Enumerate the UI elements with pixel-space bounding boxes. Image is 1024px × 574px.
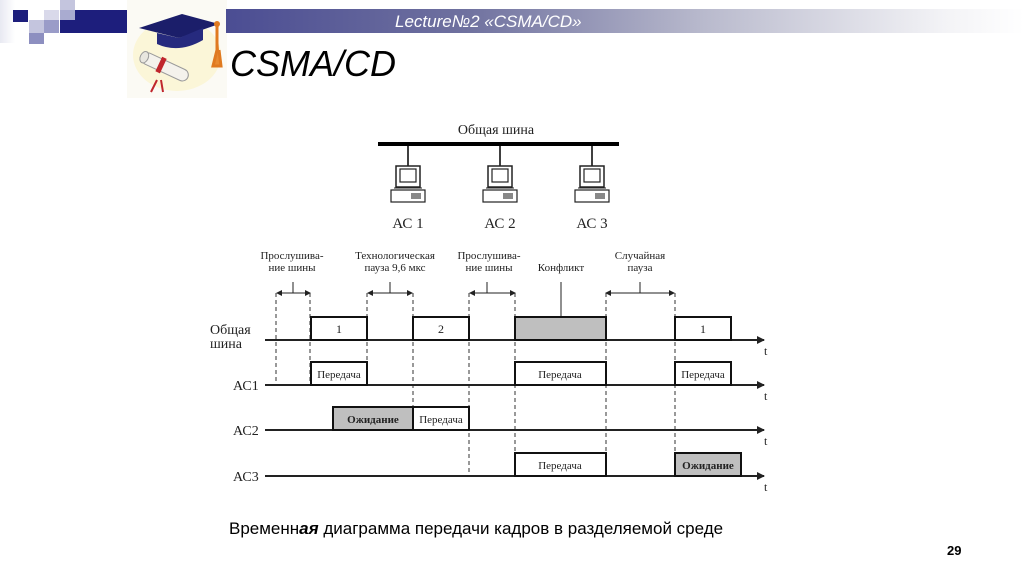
transmit-block-label: Передача xyxy=(419,414,463,426)
station-label: АС 2 xyxy=(484,216,515,232)
row-label-ac3: АС3 xyxy=(233,470,259,485)
frame-block-label: 1 xyxy=(336,322,342,336)
transmit-block-label: Передача xyxy=(538,369,582,381)
transmit-block xyxy=(514,361,607,386)
transmit-block-label: Передача xyxy=(538,460,582,472)
row-label-bus-line2: шина xyxy=(210,337,243,352)
lecture-title: Lecture№2 «CSMA/CD» xyxy=(395,12,582,31)
transmit-block xyxy=(310,361,368,386)
station-ac2: АС 2 xyxy=(482,144,518,232)
header-bar xyxy=(226,9,1024,33)
station-label: АС 1 xyxy=(392,216,423,232)
graduation-cap-diploma-icon xyxy=(133,14,223,93)
caption-emphasis: ая xyxy=(299,519,319,538)
page-number: 29 xyxy=(947,543,962,558)
slide-title: CSMA/CD xyxy=(230,43,397,84)
axis-t-label: t xyxy=(764,389,768,403)
axis-t-label: t xyxy=(764,480,768,494)
annotation-collision: Конфликт xyxy=(538,262,585,274)
row-label-ac1: АС1 xyxy=(233,379,259,394)
transmit-block-label: Передача xyxy=(317,369,361,381)
axis-t-label: t xyxy=(764,344,768,358)
transmit-block xyxy=(412,406,470,431)
computer-icon xyxy=(390,165,426,203)
station-ac1: АС 1 xyxy=(390,144,426,232)
station-ac3: АС 3 xyxy=(574,144,610,232)
annotation-random-pause-line2: пауза xyxy=(628,262,653,274)
transmit-block xyxy=(674,361,732,386)
frame-block xyxy=(674,316,732,341)
collision-block xyxy=(514,316,607,341)
wait-block xyxy=(674,452,742,477)
computer-icon xyxy=(482,165,518,203)
annotation-ifg-line2: пауза 9,6 мкс xyxy=(364,262,425,274)
frame-block xyxy=(310,316,368,341)
caption-part: диаграмма передачи кадров в разделяемой … xyxy=(318,519,724,538)
frame-block xyxy=(412,316,470,341)
annotation-random-pause-line1: Случайная xyxy=(615,250,665,262)
annotation-ifg-line1: Технологическая xyxy=(355,250,435,262)
station-label: АС 3 xyxy=(576,216,607,232)
caption-part: Временн xyxy=(229,519,300,538)
frame-block-label: 2 xyxy=(438,322,444,336)
row-label-ac2: АС2 xyxy=(233,424,259,439)
frame-block-label: 1 xyxy=(700,322,706,336)
bus-label: Общая шина xyxy=(458,123,535,138)
annotation-listen-2-line2: ние шины xyxy=(465,262,513,274)
wait-block-label: Ожидание xyxy=(347,414,399,426)
axis-t-label: t xyxy=(764,434,768,448)
annotation-listen-1-line1: Прослушива- xyxy=(260,250,323,262)
row-label-bus-line1: Общая xyxy=(210,323,251,338)
wait-block-label: Ожидание xyxy=(682,460,734,472)
annotation-listen-1-line2: ние шины xyxy=(268,262,316,274)
annotation-listen-2-line1: Прослушива- xyxy=(457,250,520,262)
transmit-block xyxy=(514,452,607,477)
computer-icon xyxy=(574,165,610,203)
logo xyxy=(127,0,227,98)
figure-caption: Временная диаграмма передачи кадров в ра… xyxy=(229,518,723,540)
transmit-block-label: Передача xyxy=(681,369,725,381)
